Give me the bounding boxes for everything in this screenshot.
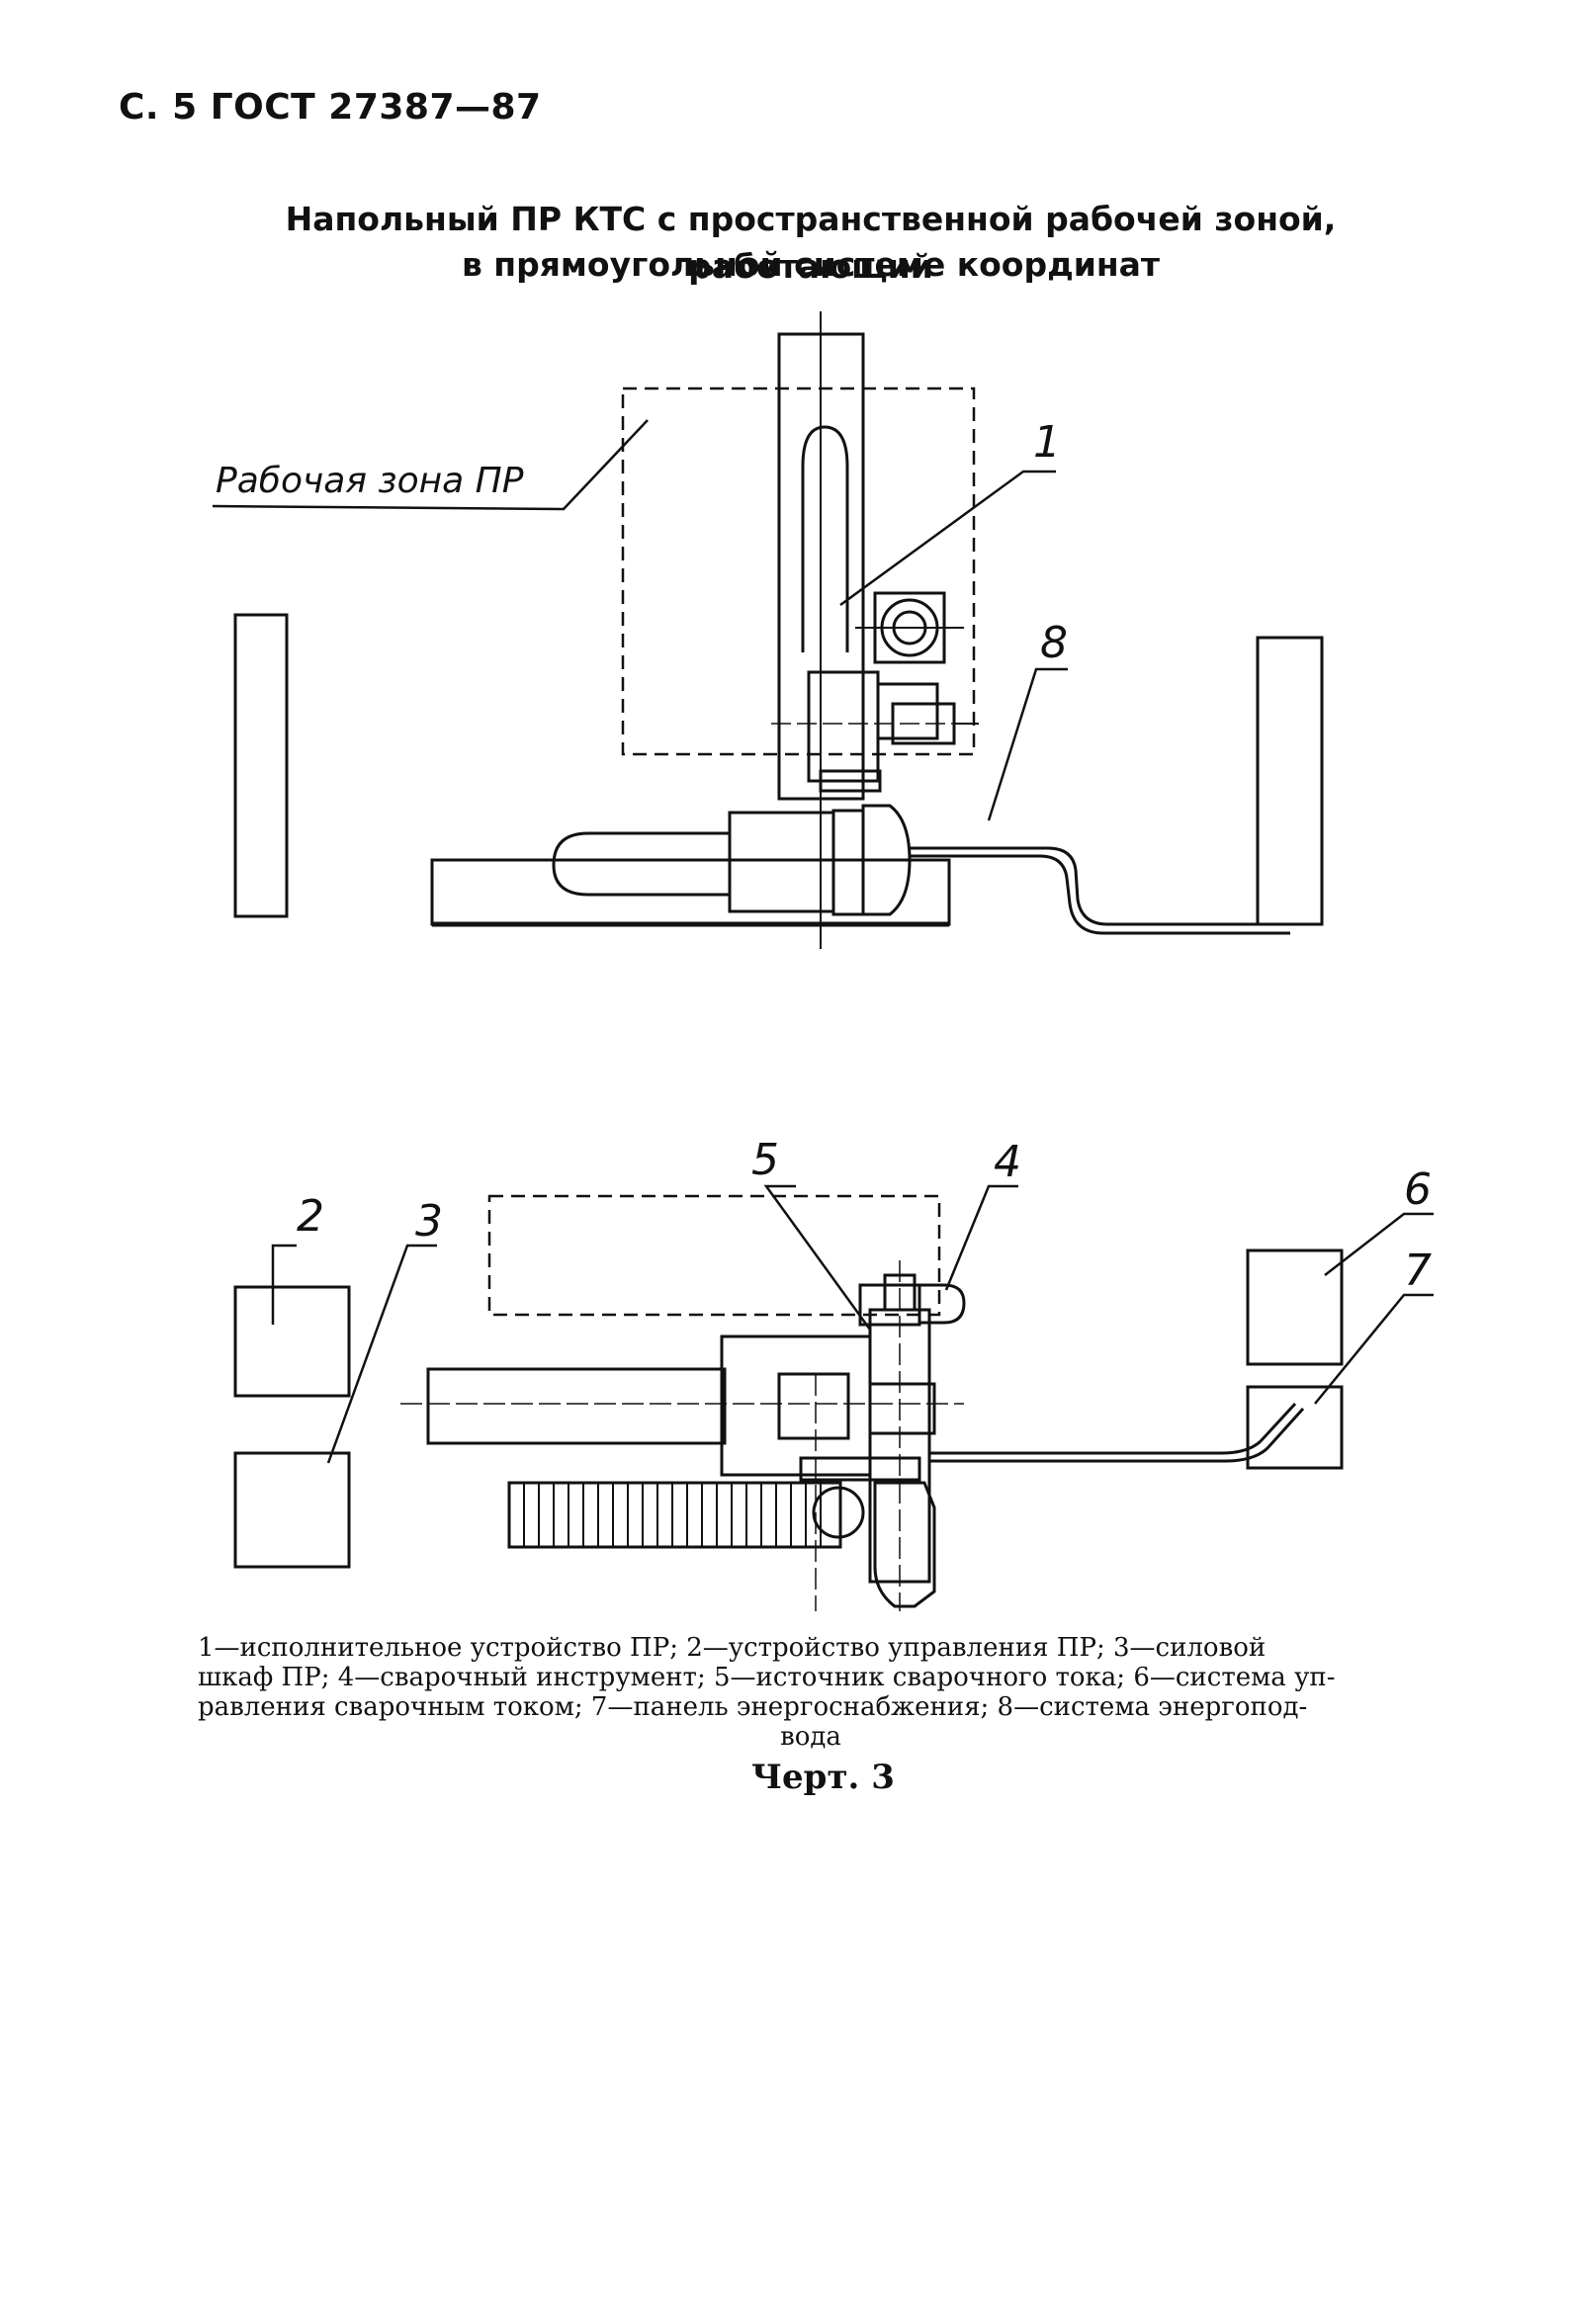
legend-line: равления сварочным током; 7—панель энерг… (198, 1692, 1308, 1722)
control-device-plan (233, 1285, 351, 1398)
plan-work-zone (487, 1194, 941, 1317)
figure-title-line2: в прямоугольной системе координат (461, 245, 1161, 284)
callout-1: 1 (1033, 417, 1061, 468)
power-panel-side (1256, 636, 1324, 926)
carriage-head (876, 682, 939, 740)
leader-3 (326, 1244, 437, 1464)
horizontal-arm (552, 831, 730, 897)
leader-6 (1324, 1212, 1434, 1276)
figure-legend: 1—исполнительное устройство ПР; 2—устрой… (198, 1633, 1424, 1752)
drive-coupling (831, 809, 865, 916)
leader-8 (987, 667, 1068, 821)
callout-6: 6 (1404, 1164, 1432, 1215)
callout-2: 2 (297, 1191, 324, 1242)
legend-line: шкаф ПР; 4—сварочный инструмент; 5—источ… (198, 1663, 1336, 1692)
side-elevation-view (212, 311, 1324, 949)
callout-4: 4 (994, 1137, 1021, 1187)
zone-leader-line (212, 419, 649, 511)
page-header: С. 5 ГОСТ 27387—87 (119, 87, 542, 128)
legend-line: 1—исполнительное устройство ПР; 2—устрой… (198, 1633, 1267, 1663)
leader-4 (944, 1184, 1018, 1291)
control-device-side (233, 613, 289, 918)
zone-label: Рабочая зона ПР (216, 461, 524, 501)
callout-5: 5 (751, 1135, 779, 1185)
callout-7: 7 (1404, 1246, 1432, 1296)
energy-cable-plan-2 (929, 1407, 1305, 1463)
current-control-plan (1246, 1248, 1344, 1366)
plan-pulley (812, 1486, 865, 1539)
rack-hatching (523, 1483, 822, 1547)
callout-8: 8 (1040, 618, 1068, 668)
leader-5 (763, 1184, 872, 1331)
energy-cable-top-2 (910, 854, 1290, 935)
energy-cable-plan (929, 1402, 1297, 1455)
plan-view (233, 1184, 1434, 1611)
column-slot (801, 425, 849, 652)
leader-2 (271, 1244, 297, 1325)
gear-rack (507, 1481, 842, 1549)
carriage-block (807, 670, 880, 783)
drive-unit (728, 811, 835, 913)
leader-1 (839, 470, 1056, 607)
plan-arm (426, 1367, 727, 1445)
carriage-link (819, 769, 882, 793)
power-cabinet-plan (233, 1451, 351, 1569)
power-panel-plan (1246, 1385, 1344, 1470)
plan-column-cap (858, 1283, 921, 1327)
energy-cable-top (910, 846, 1258, 926)
welding-tool-plan (919, 1283, 966, 1325)
plan-column-clamp (868, 1382, 936, 1435)
work-zone-outline (621, 387, 976, 756)
plan-column-link (799, 1456, 921, 1482)
figure-caption: Черт. 3 (751, 1758, 895, 1797)
figure-title-line1: Напольный ПР КТС с пространственной рабо… (285, 200, 1337, 286)
leader-7 (1314, 1293, 1434, 1405)
legend-line: вода (780, 1722, 841, 1752)
callout-3: 3 (415, 1196, 443, 1247)
plan-drive-inner (777, 1372, 850, 1440)
plan-head (873, 1481, 936, 1608)
